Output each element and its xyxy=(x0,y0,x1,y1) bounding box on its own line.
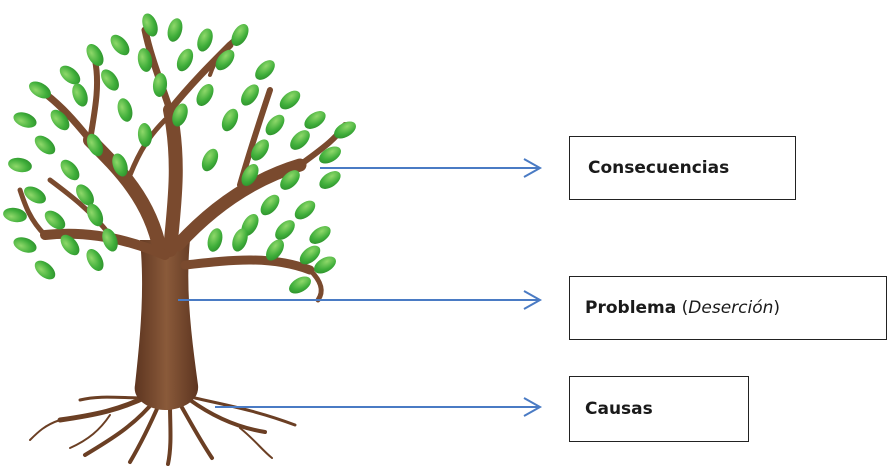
arrow-head-consecuencias xyxy=(523,158,543,178)
leaf xyxy=(260,194,280,216)
leaf xyxy=(3,207,27,223)
leaf xyxy=(8,157,32,173)
leaf xyxy=(241,164,259,186)
leaf xyxy=(309,226,331,244)
leaf xyxy=(290,130,310,150)
problema-label-bold: Problema xyxy=(585,298,677,318)
leaf xyxy=(76,184,94,206)
leaf xyxy=(60,159,80,181)
problema-label-close: ) xyxy=(773,298,781,318)
leaf xyxy=(34,260,56,280)
leaf xyxy=(232,228,248,252)
leaf xyxy=(275,220,295,240)
leaf xyxy=(29,81,51,99)
leaf xyxy=(207,228,223,252)
leaf xyxy=(221,108,239,132)
leaf xyxy=(24,186,46,204)
leaf xyxy=(319,146,341,164)
leaf xyxy=(279,90,301,110)
leaf xyxy=(299,245,321,265)
leaf xyxy=(142,13,158,37)
consecuencias-label: Consecuencias xyxy=(588,158,730,178)
leaf xyxy=(101,69,119,91)
problema-label-italic: Deserción xyxy=(688,298,774,318)
leaf xyxy=(197,28,213,52)
leaf xyxy=(137,123,153,147)
problema-label: Problema (Deserción) xyxy=(585,298,780,318)
leaf xyxy=(266,239,284,261)
problema-box: Problema (Deserción) xyxy=(569,276,887,340)
leaf xyxy=(215,49,235,71)
leaf xyxy=(13,112,37,128)
leaf xyxy=(152,73,168,97)
leaf xyxy=(44,210,66,230)
leaf xyxy=(280,170,300,190)
leaf xyxy=(60,234,80,256)
leaf xyxy=(319,171,341,189)
leaf xyxy=(137,48,153,72)
leaf xyxy=(50,109,70,131)
leaf xyxy=(86,203,104,227)
arrows xyxy=(178,158,543,417)
leaf xyxy=(34,135,56,155)
leaf xyxy=(251,139,269,161)
arrow-head-problema xyxy=(523,290,543,310)
causas-box: Causas xyxy=(569,376,749,442)
leaf xyxy=(289,276,311,294)
leaf xyxy=(172,103,188,127)
leaf xyxy=(304,111,326,129)
leaf xyxy=(334,121,356,139)
consecuencias-box: Consecuencias xyxy=(569,136,796,200)
leaf xyxy=(117,98,133,122)
leaf xyxy=(13,237,37,253)
leaf xyxy=(86,44,104,66)
leaf xyxy=(102,228,118,252)
leaf xyxy=(231,24,249,46)
leaf xyxy=(167,18,183,42)
causas-label: Causas xyxy=(585,399,653,419)
tree-leaves xyxy=(3,13,356,294)
arrow-head-causas xyxy=(523,397,543,417)
tree-trunk xyxy=(134,240,199,410)
leaf xyxy=(265,114,285,136)
problema-label-open: ( xyxy=(676,298,689,318)
leaf xyxy=(59,65,81,85)
leaf xyxy=(112,153,128,177)
leaf xyxy=(72,83,88,107)
leaf xyxy=(176,48,194,72)
leaf xyxy=(201,148,219,172)
leaf xyxy=(196,84,214,106)
leaf xyxy=(294,200,316,220)
leaf xyxy=(314,256,336,274)
leaf xyxy=(255,60,275,80)
leaf xyxy=(86,249,104,271)
leaf xyxy=(86,133,104,157)
leaf xyxy=(110,34,130,56)
leaf xyxy=(241,84,259,106)
